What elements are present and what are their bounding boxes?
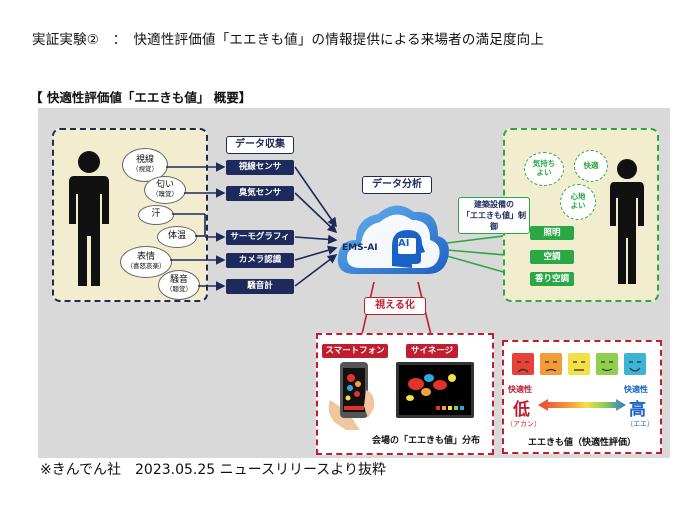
low-comfort-sub: （アカン）: [506, 420, 541, 428]
person-right-icon: [610, 159, 644, 284]
smartphone-tag: スマートフォン: [322, 344, 388, 358]
output-lighting: 照明: [530, 226, 574, 240]
output-air-conditioning: 空調: [530, 250, 574, 264]
page-title: 実証実験② ： 快適性評価値「エエきも値」の情報提供による来場者の満足度向上: [32, 32, 545, 48]
comfort-face-1: [512, 353, 534, 375]
ai-head-icon: [392, 230, 425, 268]
sensor-noise-meter: 騒音計: [226, 279, 294, 294]
sensor-camera: カメラ認識: [226, 253, 294, 268]
visualization-header: 視える化: [364, 297, 426, 315]
ai-badge: AI: [398, 238, 410, 249]
smartphone-icon: [328, 362, 375, 430]
section-subtitle: 【 快適性評価値「エエきも値」 概要】: [30, 90, 252, 105]
sense-bubble-smell: 匂い（嗅覚）: [144, 176, 186, 204]
comfort-gradient-arrow: [538, 399, 626, 411]
facility-control-label: 建築設備の 「エエきも値」制御: [458, 197, 530, 234]
data-collection-header: データ収集: [226, 136, 294, 154]
sense-bubble-expression: 表情（喜怒哀楽）: [120, 246, 172, 278]
ems-ai-label: EMS-AI: [342, 243, 378, 253]
sense-bubble-noise: 騒音（聴覚）: [158, 270, 200, 300]
evaluation-caption: エエきも値（快適性評価）: [528, 438, 637, 448]
source-note: ※きんでん社 2023.05.25 ニュースリリースより抜粋: [40, 462, 386, 478]
high-comfort-sub: （エエ）: [626, 420, 654, 428]
person-left-icon: [69, 151, 109, 286]
comfort-face-5: [624, 353, 646, 375]
data-analysis-header: データ分析: [362, 176, 432, 194]
low-comfort-big: 低: [513, 400, 530, 420]
sensor-gaze: 視線センサ: [226, 160, 294, 175]
comfort-face-3: [568, 353, 590, 375]
sense-bubble-temperature: 体温: [157, 226, 197, 248]
feeling-pleasant: 気持ちよい: [524, 152, 564, 186]
feeling-cozy: 心地よい: [560, 184, 596, 220]
sense-bubble-sweat: 汗: [138, 205, 174, 225]
signage-tag: サイネージ: [406, 344, 458, 358]
comfort-face-scale: [512, 353, 646, 375]
signage-icon: [396, 362, 474, 418]
output-scent-air: 香り空調: [530, 272, 574, 286]
comfort-face-4: [596, 353, 618, 375]
low-comfort-label: 快適性: [508, 385, 532, 394]
high-comfort-big: 高: [629, 400, 646, 420]
sensor-thermography: サーモグラフィ: [226, 230, 294, 245]
comfort-face-2: [540, 353, 562, 375]
sensor-odor: 臭気センサ: [226, 186, 294, 201]
feeling-comfortable: 快適: [574, 150, 608, 182]
high-comfort-label: 快適性: [624, 385, 648, 394]
distribution-caption: 会場の「エエきも値」分布: [372, 436, 481, 446]
